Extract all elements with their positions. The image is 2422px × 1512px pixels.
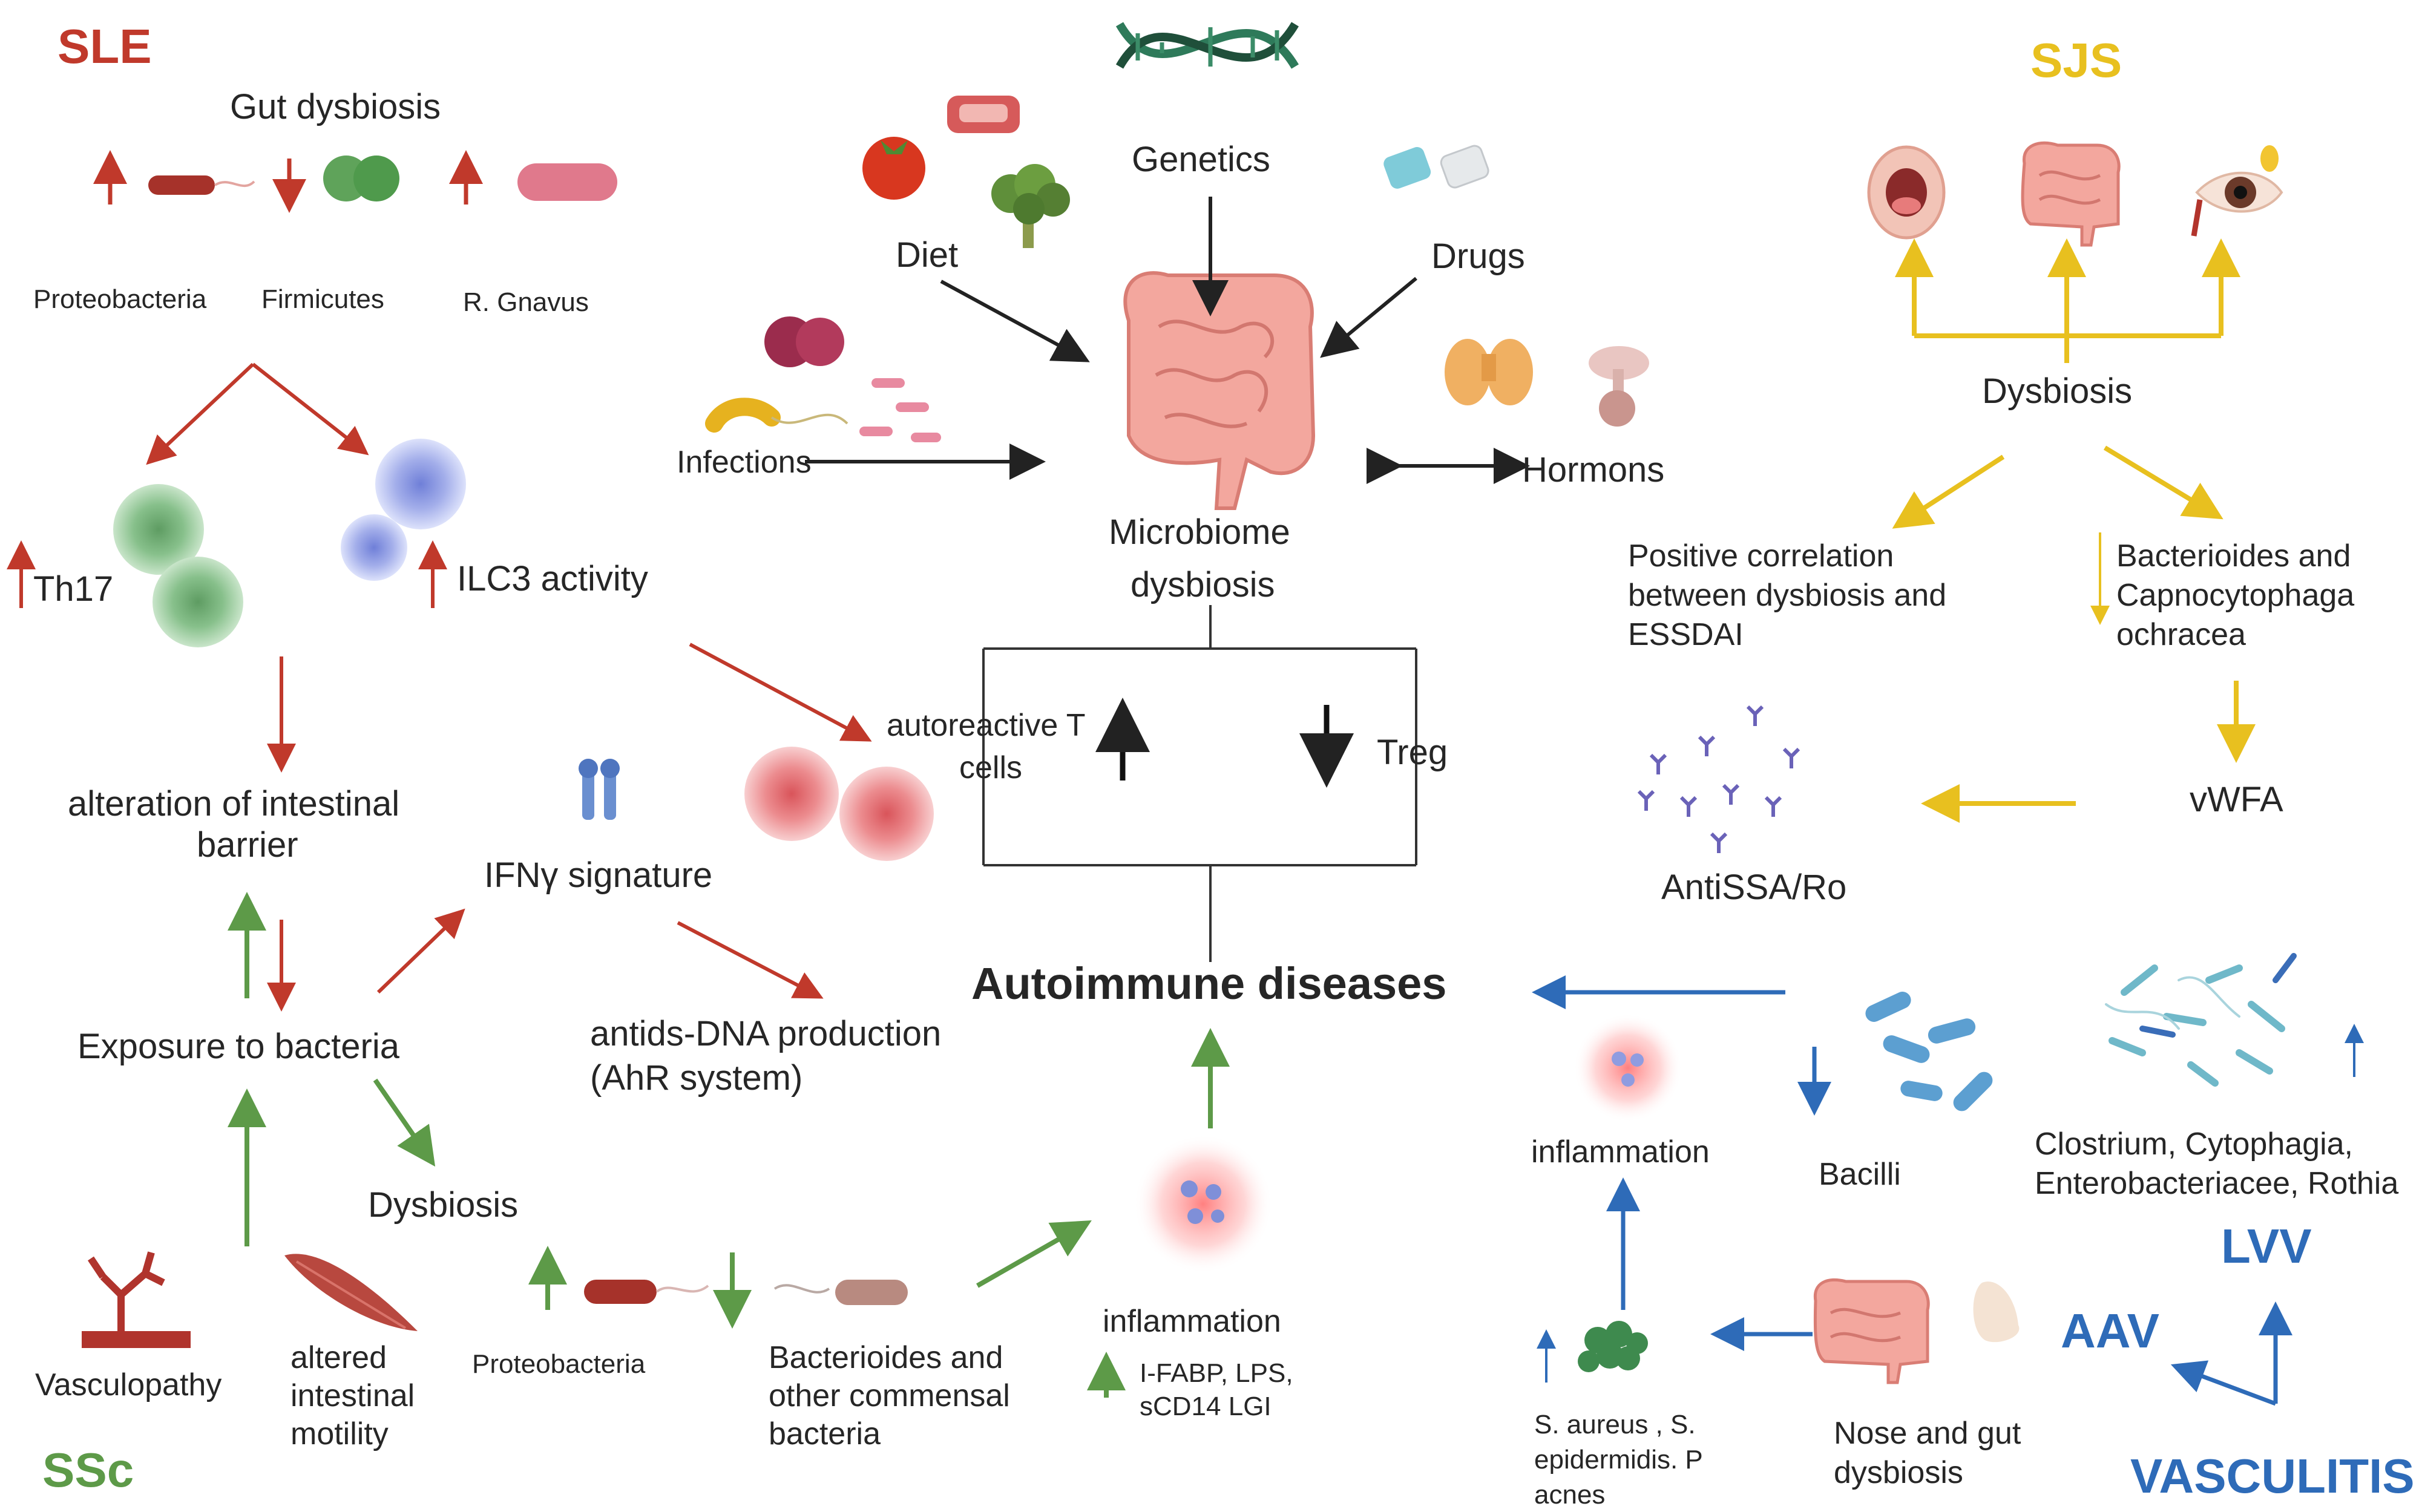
markers-line-1: I-FABP, LPS, <box>1140 1358 1293 1388</box>
tomato-icon <box>862 137 925 200</box>
vasculitis-title: VASCULITIS <box>2130 1449 2415 1503</box>
clost-line-1: Clostrium, Cytophagia, <box>2035 1127 2353 1162</box>
bact-line-1: Bacterioides and <box>2116 538 2351 574</box>
meat-icon <box>947 96 1020 133</box>
diet-label: Diet <box>896 235 959 275</box>
microbes-cluster-icon <box>2105 953 2297 1087</box>
sjs-intestine-icon <box>2021 141 2121 247</box>
commensal-line-1: Bacterioides and <box>769 1340 1003 1375</box>
vasculopathy-label: Vasculopathy <box>35 1367 222 1402</box>
commensal-line-3: bacteria <box>769 1416 881 1451</box>
vasc-intestine-icon <box>1813 1278 1930 1384</box>
pills-icon <box>1383 145 1489 189</box>
ilc3-label: ILC3 activity <box>457 559 648 598</box>
infections-label: Infections <box>677 445 812 480</box>
drugs-label: Drugs <box>1431 237 1525 276</box>
nose-line-1: Nose and gut <box>1834 1416 2021 1451</box>
antids-line-1: antids-DNA production <box>590 1014 942 1053</box>
positive-line-1: Positive correlation <box>1628 538 1894 574</box>
ssc-inflammation-label: inflammation <box>1103 1304 1281 1339</box>
antissa-label: AntiSSA/Ro <box>1661 868 1847 907</box>
nose-line-2: dysbiosis <box>1834 1455 1963 1490</box>
infection-microbes-icon <box>705 378 941 442</box>
bact-line-3: ochracea <box>2116 617 2246 652</box>
eye-icon <box>2191 145 2283 237</box>
commensal-line-2: other commensal <box>769 1378 1010 1413</box>
microbiome-line-1: Microbiome <box>1109 512 1290 552</box>
ifn-receptor-icon <box>579 759 620 820</box>
th17-label: Th17 <box>33 569 114 609</box>
ssc-proteobacteria-label: Proteobacteria <box>472 1349 646 1379</box>
antids-line-2: (AhR system) <box>590 1058 803 1098</box>
nose-icon <box>1973 1281 2020 1343</box>
autoimmune-diseases-title: Autoimmune diseases <box>971 958 1447 1009</box>
staph-cluster-icon <box>1578 1321 1648 1372</box>
vasc-inflammation-icon <box>1574 1013 1682 1122</box>
vasc-inflammation-label: inflammation <box>1531 1134 1710 1170</box>
ilc3-cells-icon <box>341 439 466 581</box>
ssc-inflammation-icon <box>1134 1134 1273 1274</box>
gut-dysbiosis-label: Gut dysbiosis <box>230 87 441 126</box>
r-gnavus-label: R. Gnavus <box>463 287 589 317</box>
sle-microbes <box>93 150 617 213</box>
motility-line-3: motility <box>290 1416 389 1451</box>
genetics-label: Genetics <box>1132 140 1270 179</box>
positive-line-2: between dysbiosis and <box>1628 578 1947 613</box>
autoreactive-t-cells-icon <box>744 747 934 861</box>
clost-line-2: Enterobacteriacee, Rothia <box>2035 1166 2399 1201</box>
positive-line-3: ESSDAI <box>1628 617 1744 652</box>
aav-title: AAV <box>2061 1304 2159 1358</box>
sle-title: SLE <box>57 19 152 73</box>
bacteria-cluster-icon <box>764 316 844 367</box>
ssc-dysbiosis-label: Dysbiosis <box>368 1185 519 1225</box>
microbiome-line-2: dysbiosis <box>1131 565 1275 604</box>
barrier-line-1: alteration of intestinal <box>68 784 400 823</box>
autoreactive-line-2: cells <box>959 750 1023 785</box>
motility-line-1: altered <box>290 1340 387 1375</box>
ssc-title: SSc <box>42 1443 134 1497</box>
hormons-label: Hormons <box>1522 450 1665 489</box>
th17-cells-icon <box>113 484 243 647</box>
saureus-line-2: epidermidis. P <box>1534 1445 1703 1474</box>
dna-icon <box>1115 22 1299 69</box>
pituitary-icon <box>1589 346 1649 427</box>
lvv-title: LVV <box>2221 1219 2312 1273</box>
broccoli-icon <box>991 164 1070 248</box>
vwfa-label: vWFA <box>2190 780 2283 819</box>
sjs-dysbiosis-label: Dysbiosis <box>1982 371 2133 411</box>
markers-line-2: sCD14 LGI <box>1140 1392 1272 1421</box>
bacilli-label: Bacilli <box>1819 1157 1901 1192</box>
bact-line-2: Capnocytophaga <box>2116 578 2355 613</box>
saureus-line-1: S. aureus , S. <box>1534 1410 1696 1439</box>
proteobacteria-label: Proteobacteria <box>33 284 207 314</box>
motility-line-2: intestinal <box>290 1378 415 1413</box>
intestine-icon <box>1123 271 1316 510</box>
ssc-microbes <box>584 1280 908 1305</box>
autoreactive-line-1: autoreactive T <box>887 708 1086 743</box>
muscle-icon <box>284 1254 418 1331</box>
vasculopathy-icon <box>82 1251 191 1348</box>
thyroid-icon <box>1445 339 1533 405</box>
exposure-label: Exposure to bacteria <box>77 1027 399 1066</box>
bacilli-icon <box>1865 992 1993 1111</box>
ifn-signature-label: IFNγ signature <box>484 856 713 895</box>
treg-label: Treg <box>1377 733 1448 772</box>
firmicutes-label: Firmicutes <box>261 284 384 314</box>
mouth-icon <box>1867 145 1946 240</box>
saureus-line-3: acnes <box>1534 1480 1606 1510</box>
sjs-title: SJS <box>2030 33 2122 87</box>
antibody-icon <box>1637 705 1800 853</box>
barrier-line-2: barrier <box>197 825 298 865</box>
